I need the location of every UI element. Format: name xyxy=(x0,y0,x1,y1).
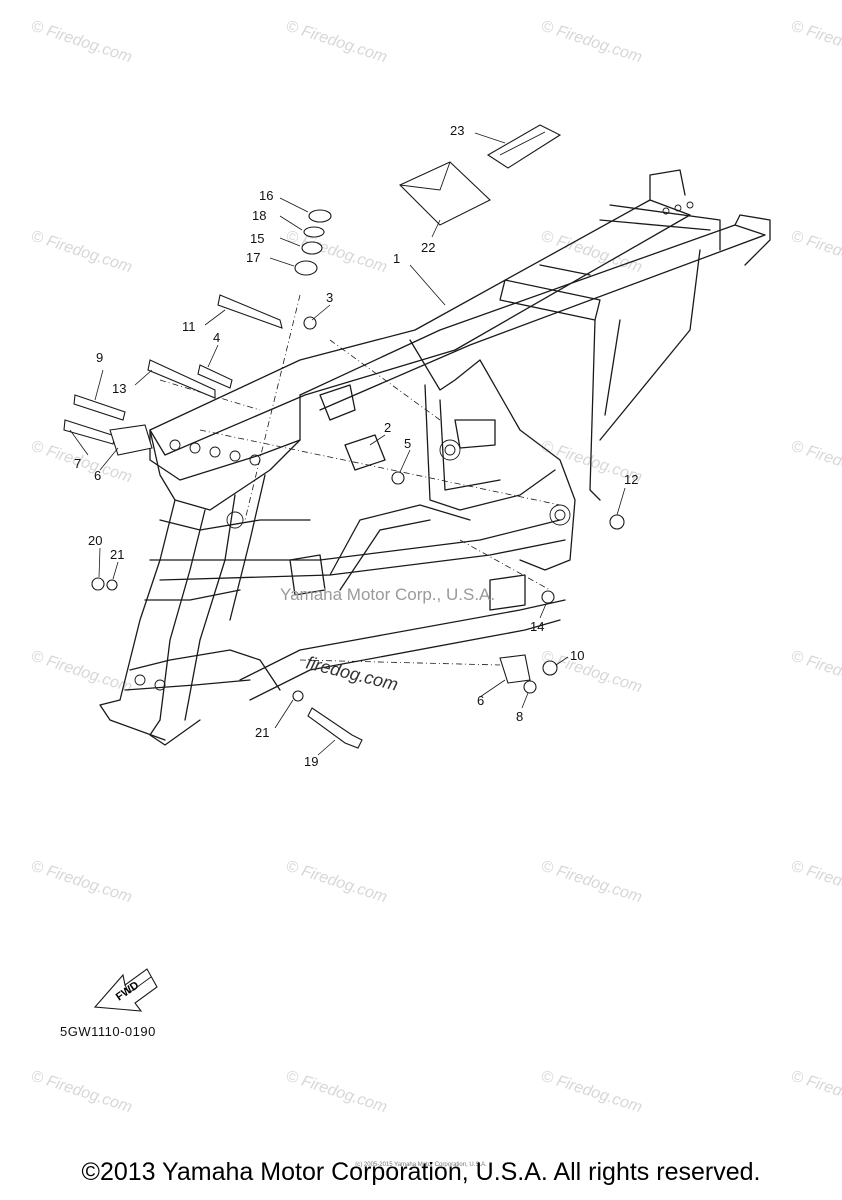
callout-22: 22 xyxy=(421,240,435,255)
callout-3: 3 xyxy=(326,290,333,305)
watermark: © Firedog.com xyxy=(29,1068,134,1117)
callout-18: 18 xyxy=(252,208,266,223)
watermark-yamaha: Yamaha Motor Corp., U.S.A. xyxy=(280,585,495,604)
part-14-nut xyxy=(541,590,555,604)
fastener-parts xyxy=(63,124,625,749)
watermark: © Firedog.com xyxy=(284,1068,389,1117)
part-17-damper xyxy=(294,260,318,276)
callout-17: 17 xyxy=(246,250,260,265)
part-13-bolt xyxy=(147,359,216,399)
part-22-manual-case xyxy=(399,161,491,226)
callout-23: 23 xyxy=(450,123,464,138)
part-10-nut xyxy=(542,660,558,676)
part-18-washer xyxy=(303,226,325,238)
part-12-nut xyxy=(609,514,625,530)
callout-20: 20 xyxy=(88,533,102,548)
tiny-copyright: (c) 2005-2015 Yamaha Motor Corporation, … xyxy=(355,1162,487,1168)
callout-15: 15 xyxy=(250,231,264,246)
callout-9: 9 xyxy=(96,350,103,365)
callout-19: 19 xyxy=(304,754,318,769)
diagram-code: 5GW1110-0190 xyxy=(60,1024,156,1039)
callout-14: 14 xyxy=(530,619,544,634)
callout-21-left: 21 xyxy=(110,547,124,562)
part-5-nut xyxy=(391,471,405,485)
callout-4: 4 xyxy=(213,330,220,345)
frame-assembly xyxy=(99,169,771,746)
watermark: © Firedog.com xyxy=(284,18,389,67)
part-3-clamp xyxy=(303,316,317,330)
callout-11: 11 xyxy=(182,319,196,334)
part-11-bolt xyxy=(217,294,283,329)
callout-1: 1 xyxy=(393,251,400,266)
part-21-washer xyxy=(106,579,118,591)
callout-leaders xyxy=(69,132,626,756)
part-23-tool-bag xyxy=(486,124,562,169)
watermark: © Firedog.com xyxy=(29,858,134,907)
part-6-plate xyxy=(499,654,531,684)
callout-8: 8 xyxy=(516,709,523,724)
fwd-arrow-icon: FWD xyxy=(93,968,158,1012)
watermark: © Firedog.com xyxy=(29,18,134,67)
watermark: © Firedog.com xyxy=(789,858,842,907)
part-20-nut xyxy=(91,577,105,591)
part-9-bolt xyxy=(73,394,126,421)
callout-7: 7 xyxy=(74,456,81,471)
part-19-bolt xyxy=(307,707,363,749)
part-15-damper xyxy=(301,241,323,255)
callout-labels: 1 2 3 4 5 6 6 7 8 9 10 11 12 13 14 15 16… xyxy=(74,123,638,769)
part-6-plate xyxy=(109,424,153,456)
watermark: © Firedog.com xyxy=(539,1068,644,1117)
callout-12: 12 xyxy=(624,472,638,487)
watermark: © Firedog.com xyxy=(789,438,842,487)
watermark-firedog: firedog.com xyxy=(304,652,400,694)
watermark: © Firedog.com xyxy=(789,1068,842,1117)
part-7-bolt xyxy=(63,419,116,445)
watermark: © Firedog.com xyxy=(29,228,134,277)
watermark: © Firedog.com xyxy=(789,228,842,277)
callout-6-left: 6 xyxy=(94,468,101,483)
copyright-notice: ©2013 Yamaha Motor Corporation, U.S.A. A… xyxy=(81,1158,761,1186)
watermark: © Firedog.com xyxy=(284,858,389,907)
watermark: © Firedog.com xyxy=(789,18,842,67)
callout-2: 2 xyxy=(384,420,391,435)
part-16-collar xyxy=(308,209,332,223)
callout-10: 10 xyxy=(570,648,584,663)
part-4-bolt xyxy=(197,364,233,389)
watermark: © Firedog.com xyxy=(539,858,644,907)
watermark: © Firedog.com xyxy=(539,228,644,277)
watermark: © Firedog.com xyxy=(29,648,134,697)
callout-6-right: 6 xyxy=(477,693,484,708)
callout-16: 16 xyxy=(259,188,273,203)
watermark: © Firedog.com xyxy=(789,648,842,697)
callout-21-bottom: 21 xyxy=(255,725,269,740)
part-8-washer xyxy=(523,680,537,694)
callout-13: 13 xyxy=(112,381,126,396)
callout-5: 5 xyxy=(404,436,411,451)
part-21-washer xyxy=(292,690,304,702)
watermark: © Firedog.com xyxy=(539,18,644,67)
